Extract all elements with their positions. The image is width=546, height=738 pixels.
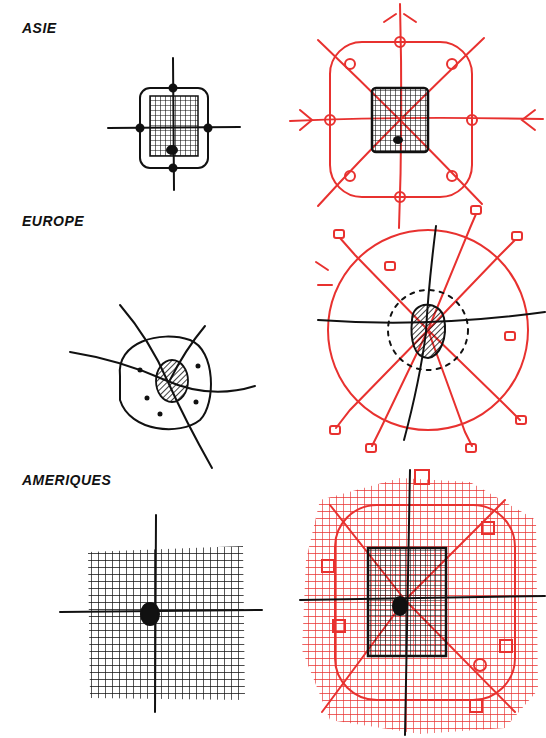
europe-growth-sketch [316,206,545,452]
americas-growth-sketch [300,470,545,735]
region-label: EUROPE [22,213,84,229]
region-label: ASIE [22,20,57,36]
europe-core-sketch [70,305,255,468]
asia-growth-sketch [290,4,543,228]
americas-core-sketch [60,515,262,712]
region-label: AMERIQUES [22,472,111,488]
asia-core-sketch [108,58,240,190]
